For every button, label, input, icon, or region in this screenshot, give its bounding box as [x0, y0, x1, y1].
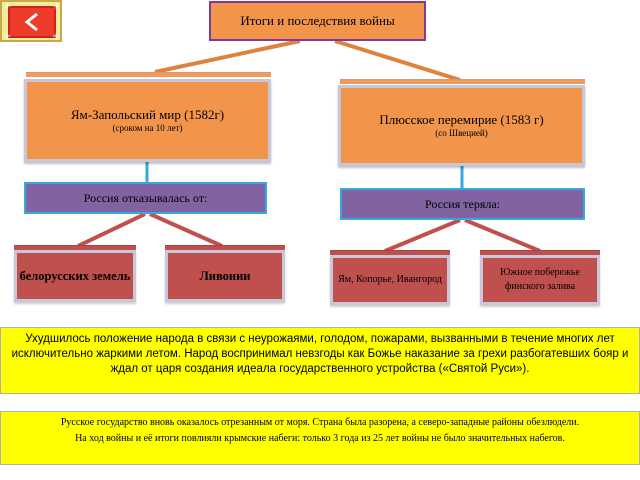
item-bar: [165, 245, 285, 250]
left-item-belarus: белорусских земель: [14, 250, 136, 302]
left-label-text: Россия отказывалась от:: [83, 190, 208, 205]
right-item-coast: Южное побережье финского залива: [480, 255, 600, 305]
right-treaty-bar: [340, 79, 585, 84]
left-treaty-bar: [26, 72, 271, 77]
note-people-hardship-text: Ухудшилось положение народа в связи с не…: [11, 333, 629, 375]
right-treaty-title: Плюсское перемирие (1583 г): [379, 112, 544, 127]
right-label-box: Россия теряла:: [340, 188, 585, 220]
note-people-hardship: Ухудшилось положение народа в связи с не…: [0, 327, 640, 394]
corner-plus-icon: +: [52, 31, 61, 42]
item-bar: [480, 250, 600, 255]
right-item-text: Ям, Копорье, Ивангород: [338, 274, 442, 285]
note-war-consequences: Русское государство вновь оказалось отре…: [0, 411, 640, 465]
right-item-towns: Ям, Копорье, Ивангород: [330, 255, 450, 305]
right-item-text: Южное побережье финского залива: [500, 267, 580, 292]
corner-plus-icon: +: [3, 1, 12, 12]
connector-title-left: [154, 39, 301, 74]
note-consequences-line1: Русское государство вновь оказалось отре…: [60, 417, 580, 428]
connector-left-label-item2: [149, 212, 223, 248]
left-label-box: Россия отказывалась от:: [24, 182, 267, 214]
connector-title-right: [334, 39, 461, 82]
left-treaty-subtitle: (сроком на 10 лет): [112, 123, 183, 133]
back-arrow-icon: [8, 6, 56, 38]
connector-right-label-item2: [464, 218, 541, 253]
right-label-text: Россия теряла:: [424, 196, 500, 211]
right-treaty-box: Плюсское перемирие (1583 г) (со Швецией): [338, 85, 585, 166]
corner-plus-icon: +: [3, 31, 12, 42]
back-button[interactable]: + + + +: [0, 0, 62, 42]
left-treaty-title: Ям-Запольский мир (1582г): [70, 107, 225, 122]
item-bar: [330, 250, 450, 255]
connector-right-label-item1: [384, 218, 461, 253]
left-item-text: белорусских земель: [19, 268, 131, 283]
note-consequences-line2: На ход войны и её итоги повлияли крымски…: [75, 433, 565, 444]
left-item-text: Ливонии: [199, 268, 251, 283]
item-bar: [14, 245, 136, 250]
left-treaty-box: Ям-Запольский мир (1582г) (сроком на 10 …: [24, 79, 271, 162]
connector-left-label-item1: [77, 212, 146, 248]
diagram-title: Итоги и последствия войны: [209, 1, 426, 41]
diagram-title-text: Итоги и последствия войны: [240, 13, 395, 28]
right-treaty-subtitle: (со Швецией): [435, 128, 488, 138]
corner-plus-icon: +: [52, 1, 61, 12]
left-item-livonia: Ливонии: [165, 250, 285, 302]
